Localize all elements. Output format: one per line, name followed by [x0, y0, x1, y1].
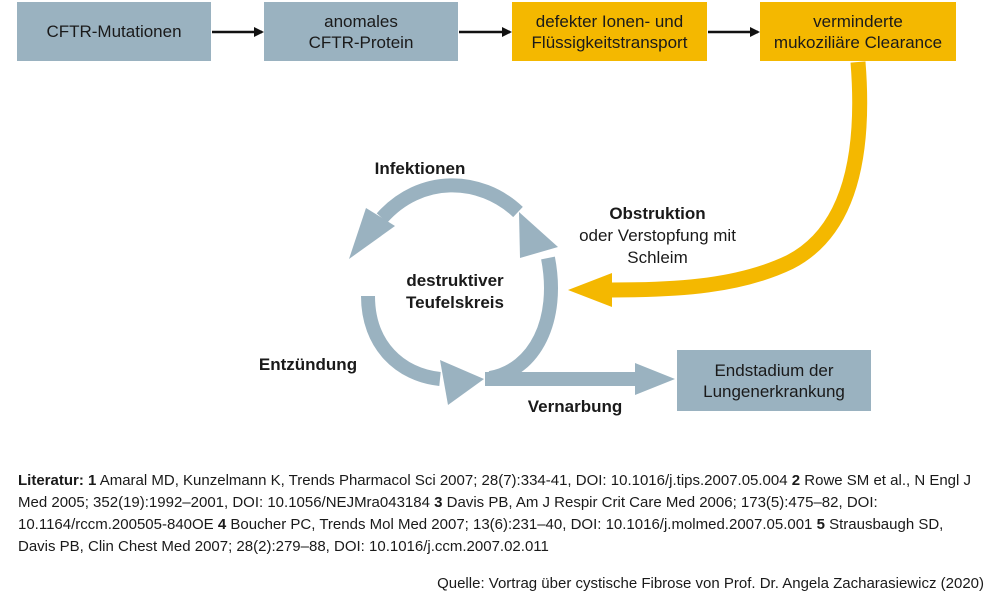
box-abnormal-cftr-protein: anomales CFTR-Protein [264, 2, 458, 61]
yellow-obstruction-arrow [568, 61, 868, 307]
ref-num: 4 [217, 516, 227, 533]
label-scarring: Vernarbung [527, 397, 623, 416]
obstruction-line3: Schleim [627, 248, 688, 267]
obstruction-label: Obstruktion oder Verstopfung mit Schleim [555, 203, 760, 269]
ref-num: 2 [791, 472, 801, 489]
obstruction-title: Obstruktion [609, 204, 706, 223]
arrow-to-end-stage [485, 363, 675, 395]
references: Literatur: 1 Amaral MD, Kunzelmann K, Tr… [18, 470, 983, 558]
cycle-arrow-left [361, 295, 484, 405]
box-end-stage: Endstadium der Lungenerkrankung [677, 350, 871, 411]
ref-num: 5 [816, 516, 825, 533]
cycle-center-label: destruktiver Teufelskreis [385, 270, 525, 314]
ref-text: Boucher PC, Trends Mol Med 2007; 13(6):2… [230, 516, 813, 533]
ref-text: Strausbaugh SD, Davis PB, Clin Chest Med… [18, 516, 944, 555]
obstruction-line2: oder Verstopfung mit [579, 226, 736, 245]
ref-text: Rowe SM et al., N Engl J Med 2005; 352(1… [18, 472, 972, 511]
cycle-center-line2: Teufelskreis [406, 293, 504, 312]
box-reduced-clearance: verminderte mukoziliäre Clearance [760, 2, 956, 61]
ref-text: Amaral MD, Kunzelmann K, Trends Pharmaco… [99, 472, 788, 489]
ref-num: 1 [88, 472, 97, 489]
cycle-arrow-top [349, 178, 523, 259]
ref-num: 3 [434, 494, 443, 511]
box-defective-transport: defekter Ionen- und Flüssigkeitstranspor… [512, 2, 707, 61]
box-cftr-mutations: CFTR-Mutationen [17, 2, 211, 61]
references-label: Literatur: [18, 472, 84, 489]
label-inflammation: Entzündung [258, 355, 358, 374]
cycle-center-line1: destruktiver [406, 271, 504, 290]
ref-text: Davis PB, Am J Respir Crit Care Med 2006… [18, 494, 878, 533]
source-credit: Quelle: Vortrag über cystische Fibrose v… [437, 575, 984, 592]
label-infections: Infektionen [374, 159, 466, 178]
